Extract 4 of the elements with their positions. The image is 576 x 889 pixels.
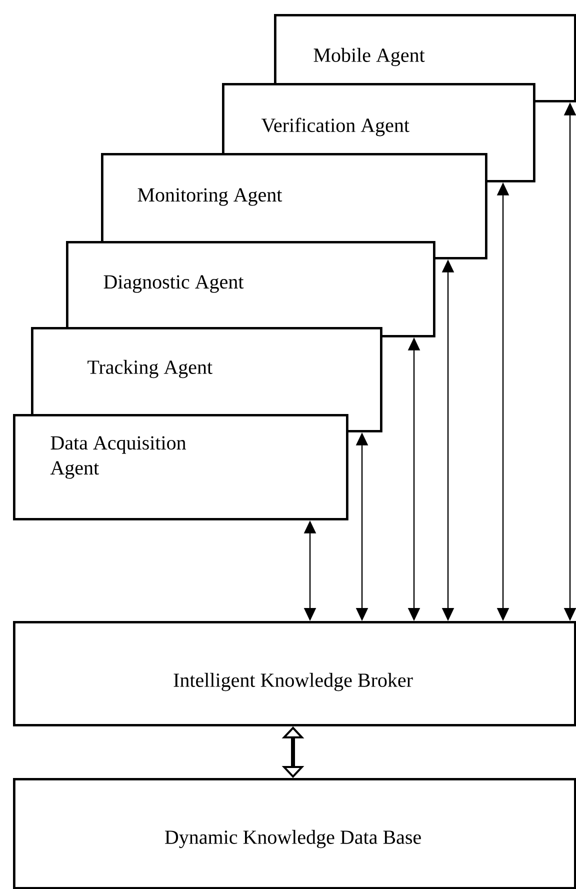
agent-box: Dynamic Knowledge Data Base bbox=[13, 778, 576, 889]
agent-box: Data Acquisition Agent bbox=[13, 414, 348, 520]
agent-box: Diagnostic Agent bbox=[66, 241, 436, 338]
agent-box: Intelligent Knowledge Broker bbox=[13, 621, 576, 726]
